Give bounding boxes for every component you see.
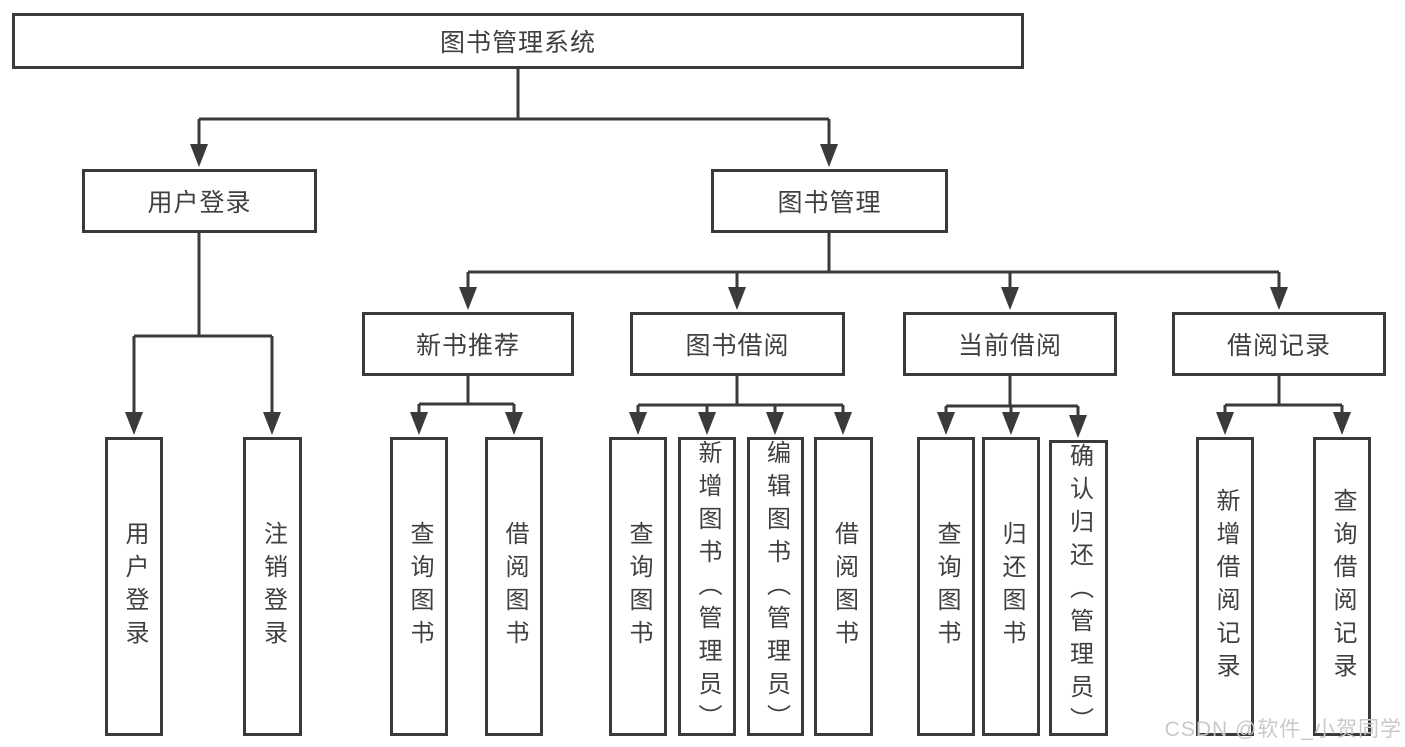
node-new-book-recommendation: 新书推荐 (362, 312, 574, 376)
node-label: 归还图书 (998, 520, 1025, 653)
node-label: 编辑图书（管理员） (762, 440, 790, 737)
connector-book-borrowing (629, 376, 852, 435)
node-label: 新增借阅记录 (1212, 487, 1239, 686)
node-library-management-system: 图书管理系统 (12, 13, 1024, 69)
node-logout-action: 注销登录 (243, 437, 302, 736)
node-label: 查询借阅记录 (1329, 487, 1356, 686)
watermark: CSDN @软件_小贺同学 (1164, 718, 1402, 741)
node-query-books-borrow: 查询图书 (609, 437, 667, 736)
node-label: 新增图书（管理员） (694, 440, 721, 737)
node-borrow-books-action: 借阅图书 (814, 437, 873, 736)
node-query-books-current: 查询图书 (917, 437, 975, 736)
node-label: 查询图书 (933, 520, 960, 653)
node-label: 查询图书 (625, 520, 652, 653)
node-label: 借阅图书 (830, 520, 858, 653)
node-query-books-recommend: 查询图书 (390, 437, 448, 736)
connector-borrowing-records (1216, 376, 1351, 435)
connector-book-management (459, 233, 1288, 310)
node-label: 注销登录 (259, 520, 287, 653)
node-edit-books-admin: 编辑图书（管理员） (747, 437, 804, 737)
connector-current-borrowing (937, 376, 1087, 438)
node-add-borrow-record: 新增借阅记录 (1196, 437, 1254, 736)
node-label: 确认归还（管理员） (1065, 443, 1093, 740)
node-book-management: 图书管理 (711, 169, 948, 233)
node-label: 查询图书 (406, 520, 433, 653)
node-return-books: 归还图书 (982, 437, 1040, 736)
node-query-borrow-record: 查询借阅记录 (1313, 437, 1371, 736)
node-confirm-return-admin: 确认归还（管理员） (1049, 440, 1108, 740)
node-user-login-action: 用户登录 (105, 437, 163, 736)
node-borrowing-records: 借阅记录 (1172, 312, 1386, 376)
node-label: 借阅图书 (501, 520, 528, 653)
node-borrow-books-recommend: 借阅图书 (485, 437, 543, 736)
connector-new-book-recommendation (410, 376, 523, 435)
connector-root (190, 69, 838, 167)
node-current-borrowing: 当前借阅 (903, 312, 1117, 376)
node-add-books-admin: 新增图书（管理员） (678, 437, 736, 737)
node-label: 用户登录 (121, 520, 148, 653)
node-user-login: 用户登录 (82, 169, 317, 233)
node-book-borrowing: 图书借阅 (630, 312, 845, 376)
connector-user-login (125, 233, 281, 435)
